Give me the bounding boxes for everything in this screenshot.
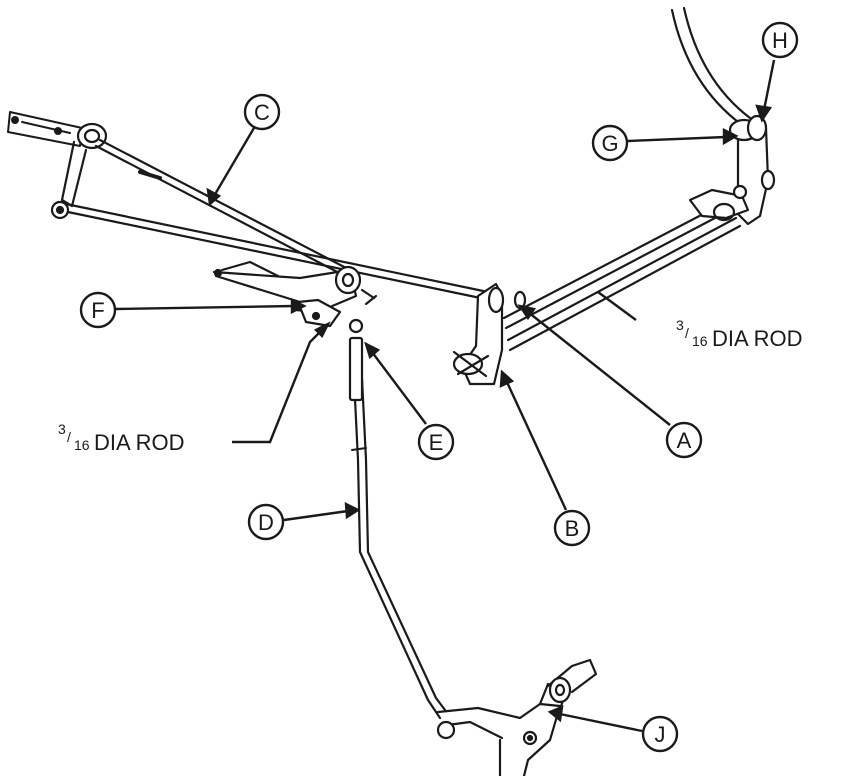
callout-F: F xyxy=(79,291,117,329)
leader-J xyxy=(559,712,643,733)
arrow-D xyxy=(344,501,361,520)
callout-F-letter: F xyxy=(91,298,104,323)
rod-label-left: 3 / 16 DIA ROD xyxy=(58,421,184,455)
rod-label-left-slash: / xyxy=(67,429,71,445)
leader-lines xyxy=(115,59,776,733)
leader-A xyxy=(527,311,671,426)
leader-left-rod xyxy=(232,329,323,444)
arrow-F xyxy=(290,298,307,314)
arrow-A xyxy=(517,304,536,321)
bottom-bracket xyxy=(436,658,598,776)
central-bellcrank xyxy=(212,260,378,334)
long-lower-rod xyxy=(64,202,492,302)
bracket-B xyxy=(452,282,527,386)
arrow-G xyxy=(722,128,739,146)
callout-H-letter: H xyxy=(772,28,788,53)
callout-D-letter: D xyxy=(258,510,274,535)
cable-outer xyxy=(670,8,744,127)
callout-B: B xyxy=(553,509,591,547)
arrow-H xyxy=(755,104,773,123)
leader-C xyxy=(212,127,256,197)
callout-E: E xyxy=(417,423,455,461)
arrow-B xyxy=(499,369,515,388)
arrow-J xyxy=(547,705,564,723)
callout-A: A xyxy=(665,421,703,459)
cable-inner xyxy=(682,6,752,120)
rod-A xyxy=(502,198,742,352)
rod-label-left-num: 3 xyxy=(58,421,66,437)
callout-J: J xyxy=(641,715,679,753)
rod-label-right-slash: / xyxy=(685,325,689,341)
leader-B xyxy=(504,379,568,511)
rod-label-right-num: 3 xyxy=(676,317,684,333)
left-pivot-clamp xyxy=(50,122,108,220)
callout-G-letter: G xyxy=(601,131,618,156)
rod-label-left-text: DIA ROD xyxy=(94,430,184,455)
rod-label-right: 3 / 16 DIA ROD xyxy=(676,317,802,351)
callout-G: G xyxy=(591,124,629,162)
leader-D xyxy=(283,509,349,522)
callout-A-letter: A xyxy=(677,428,692,453)
callout-H: H xyxy=(761,21,799,59)
leader-E xyxy=(371,351,427,425)
callout-C: C xyxy=(243,93,281,131)
callout-C-letter: C xyxy=(254,100,270,125)
callouts: C F E D B A G H xyxy=(79,21,799,753)
rod-label-right-den: 16 xyxy=(692,333,708,349)
callout-E-letter: E xyxy=(429,430,444,455)
callout-B-letter: B xyxy=(565,516,580,541)
rod-label-left-den: 16 xyxy=(74,437,90,453)
leader-right-rod xyxy=(597,291,637,321)
callout-D: D xyxy=(247,503,285,541)
arrow-left-rod xyxy=(313,321,331,339)
arrow-E xyxy=(364,341,381,360)
leader-F xyxy=(115,304,295,311)
rod-D xyxy=(348,336,450,720)
linkage-drawing xyxy=(7,6,776,776)
leader-G xyxy=(627,135,727,143)
left-slotted-bracket xyxy=(7,111,83,147)
rod-label-right-text: DIA ROD xyxy=(712,326,802,351)
callout-J-letter: J xyxy=(655,722,666,747)
right-bracket xyxy=(688,114,776,226)
leader-H xyxy=(762,59,776,111)
arrow-C xyxy=(206,187,222,207)
